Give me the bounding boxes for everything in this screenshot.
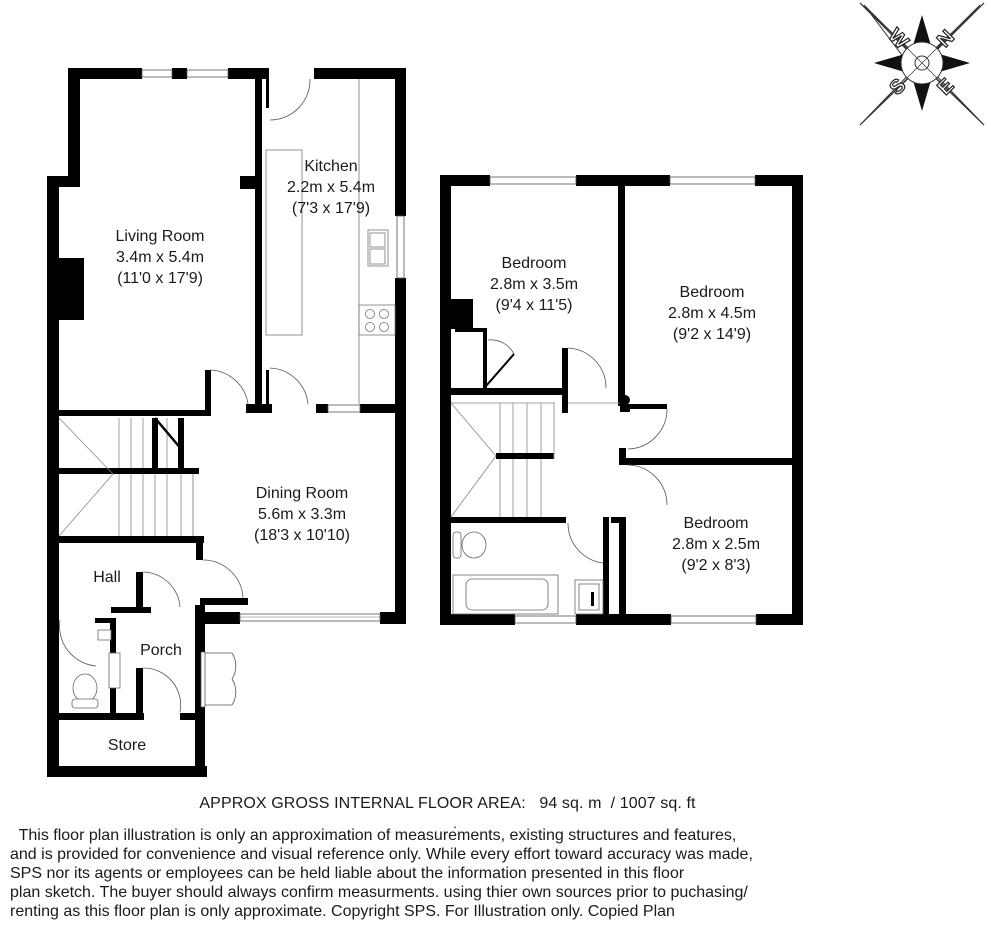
svg-text:5.6m x 3.3m: 5.6m x 3.3m — [258, 506, 346, 523]
room-bedroom-1: Bedroom 2.8m x 3.5m (9'4 x 11'5) — [490, 255, 578, 314]
svg-text:Dining Room: Dining Room — [256, 485, 348, 502]
room-store: Store — [108, 737, 146, 754]
area-separator: / — [610, 795, 616, 812]
svg-text:2.8m x 2.5m: 2.8m x 2.5m — [672, 536, 760, 553]
room-bedroom-3: Bedroom 2.8m x 2.5m (9'2 x 8'3) — [672, 515, 760, 574]
svg-text:Kitchen: Kitchen — [304, 158, 357, 175]
svg-text:(9'2 x 8'3): (9'2 x 8'3) — [681, 557, 750, 574]
svg-text:(9'2 x 14'9): (9'2 x 14'9) — [673, 326, 751, 343]
svg-text:(9'4 x 11'5): (9'4 x 11'5) — [496, 297, 573, 314]
disclaimer-line: plan sketch. The buyer should always con… — [10, 884, 748, 901]
disclaimer-line: SPS nor its agents or employees can be h… — [10, 865, 685, 882]
room-kitchen: Kitchen 2.2m x 5.4m (7'3 x 17'9) — [287, 158, 375, 217]
ground-floor-plan — [47, 68, 406, 777]
svg-text:(18'3 x 10'10): (18'3 x 10'10) — [254, 527, 350, 544]
svg-text:Bedroom: Bedroom — [684, 515, 749, 532]
svg-text:(11'0 x 17'9): (11'0 x 17'9) — [117, 270, 203, 287]
svg-text:Bedroom: Bedroom — [680, 284, 745, 301]
disclaimer-text: This floor plan illustration is only an … — [10, 826, 990, 921]
svg-text:3.4m x 5.4m: 3.4m x 5.4m — [116, 249, 204, 266]
disclaimer-line: and is provided for convenience and visu… — [10, 846, 753, 863]
floor-plan-drawing: N W S E — [47, 2, 985, 777]
disclaimer-line: This floor plan illustration is only an … — [10, 827, 737, 844]
svg-text:2.8m x 4.5m: 2.8m x 4.5m — [668, 305, 756, 322]
svg-text:(7'3 x 17'9): (7'3 x 17'9) — [292, 200, 370, 217]
room-porch: Porch — [140, 642, 182, 659]
room-bedroom-2: Bedroom 2.8m x 4.5m (9'2 x 14'9) — [668, 284, 756, 343]
area-imperial: 1007 sq. ft — [619, 795, 696, 812]
svg-text:Bedroom: Bedroom — [502, 255, 567, 272]
room-hall: Hall — [93, 569, 121, 586]
svg-text:2.8m x 3.5m: 2.8m x 3.5m — [490, 276, 578, 293]
room-dining-room: Dining Room 5.6m x 3.3m (18'3 x 10'10) — [254, 485, 350, 544]
compass-rose-icon: N W S E — [859, 2, 985, 126]
area-metric: 94 sq. m — [539, 795, 602, 812]
gross-internal-area: APPROX GROSS INTERNAL FLOOR AREA: 94 sq.… — [0, 795, 895, 813]
svg-text:Living Room: Living Room — [116, 228, 205, 245]
disclaimer-line: renting as this floor plan is only appro… — [10, 903, 675, 920]
svg-text:2.2m x 5.4m: 2.2m x 5.4m — [287, 179, 375, 196]
area-label: APPROX GROSS INTERNAL FLOOR AREA: — [199, 795, 526, 812]
first-floor-plan — [440, 175, 803, 625]
area-dot: . — [453, 815, 457, 831]
room-living-room: Living Room 3.4m x 5.4m (11'0 x 17'9) — [116, 228, 205, 287]
